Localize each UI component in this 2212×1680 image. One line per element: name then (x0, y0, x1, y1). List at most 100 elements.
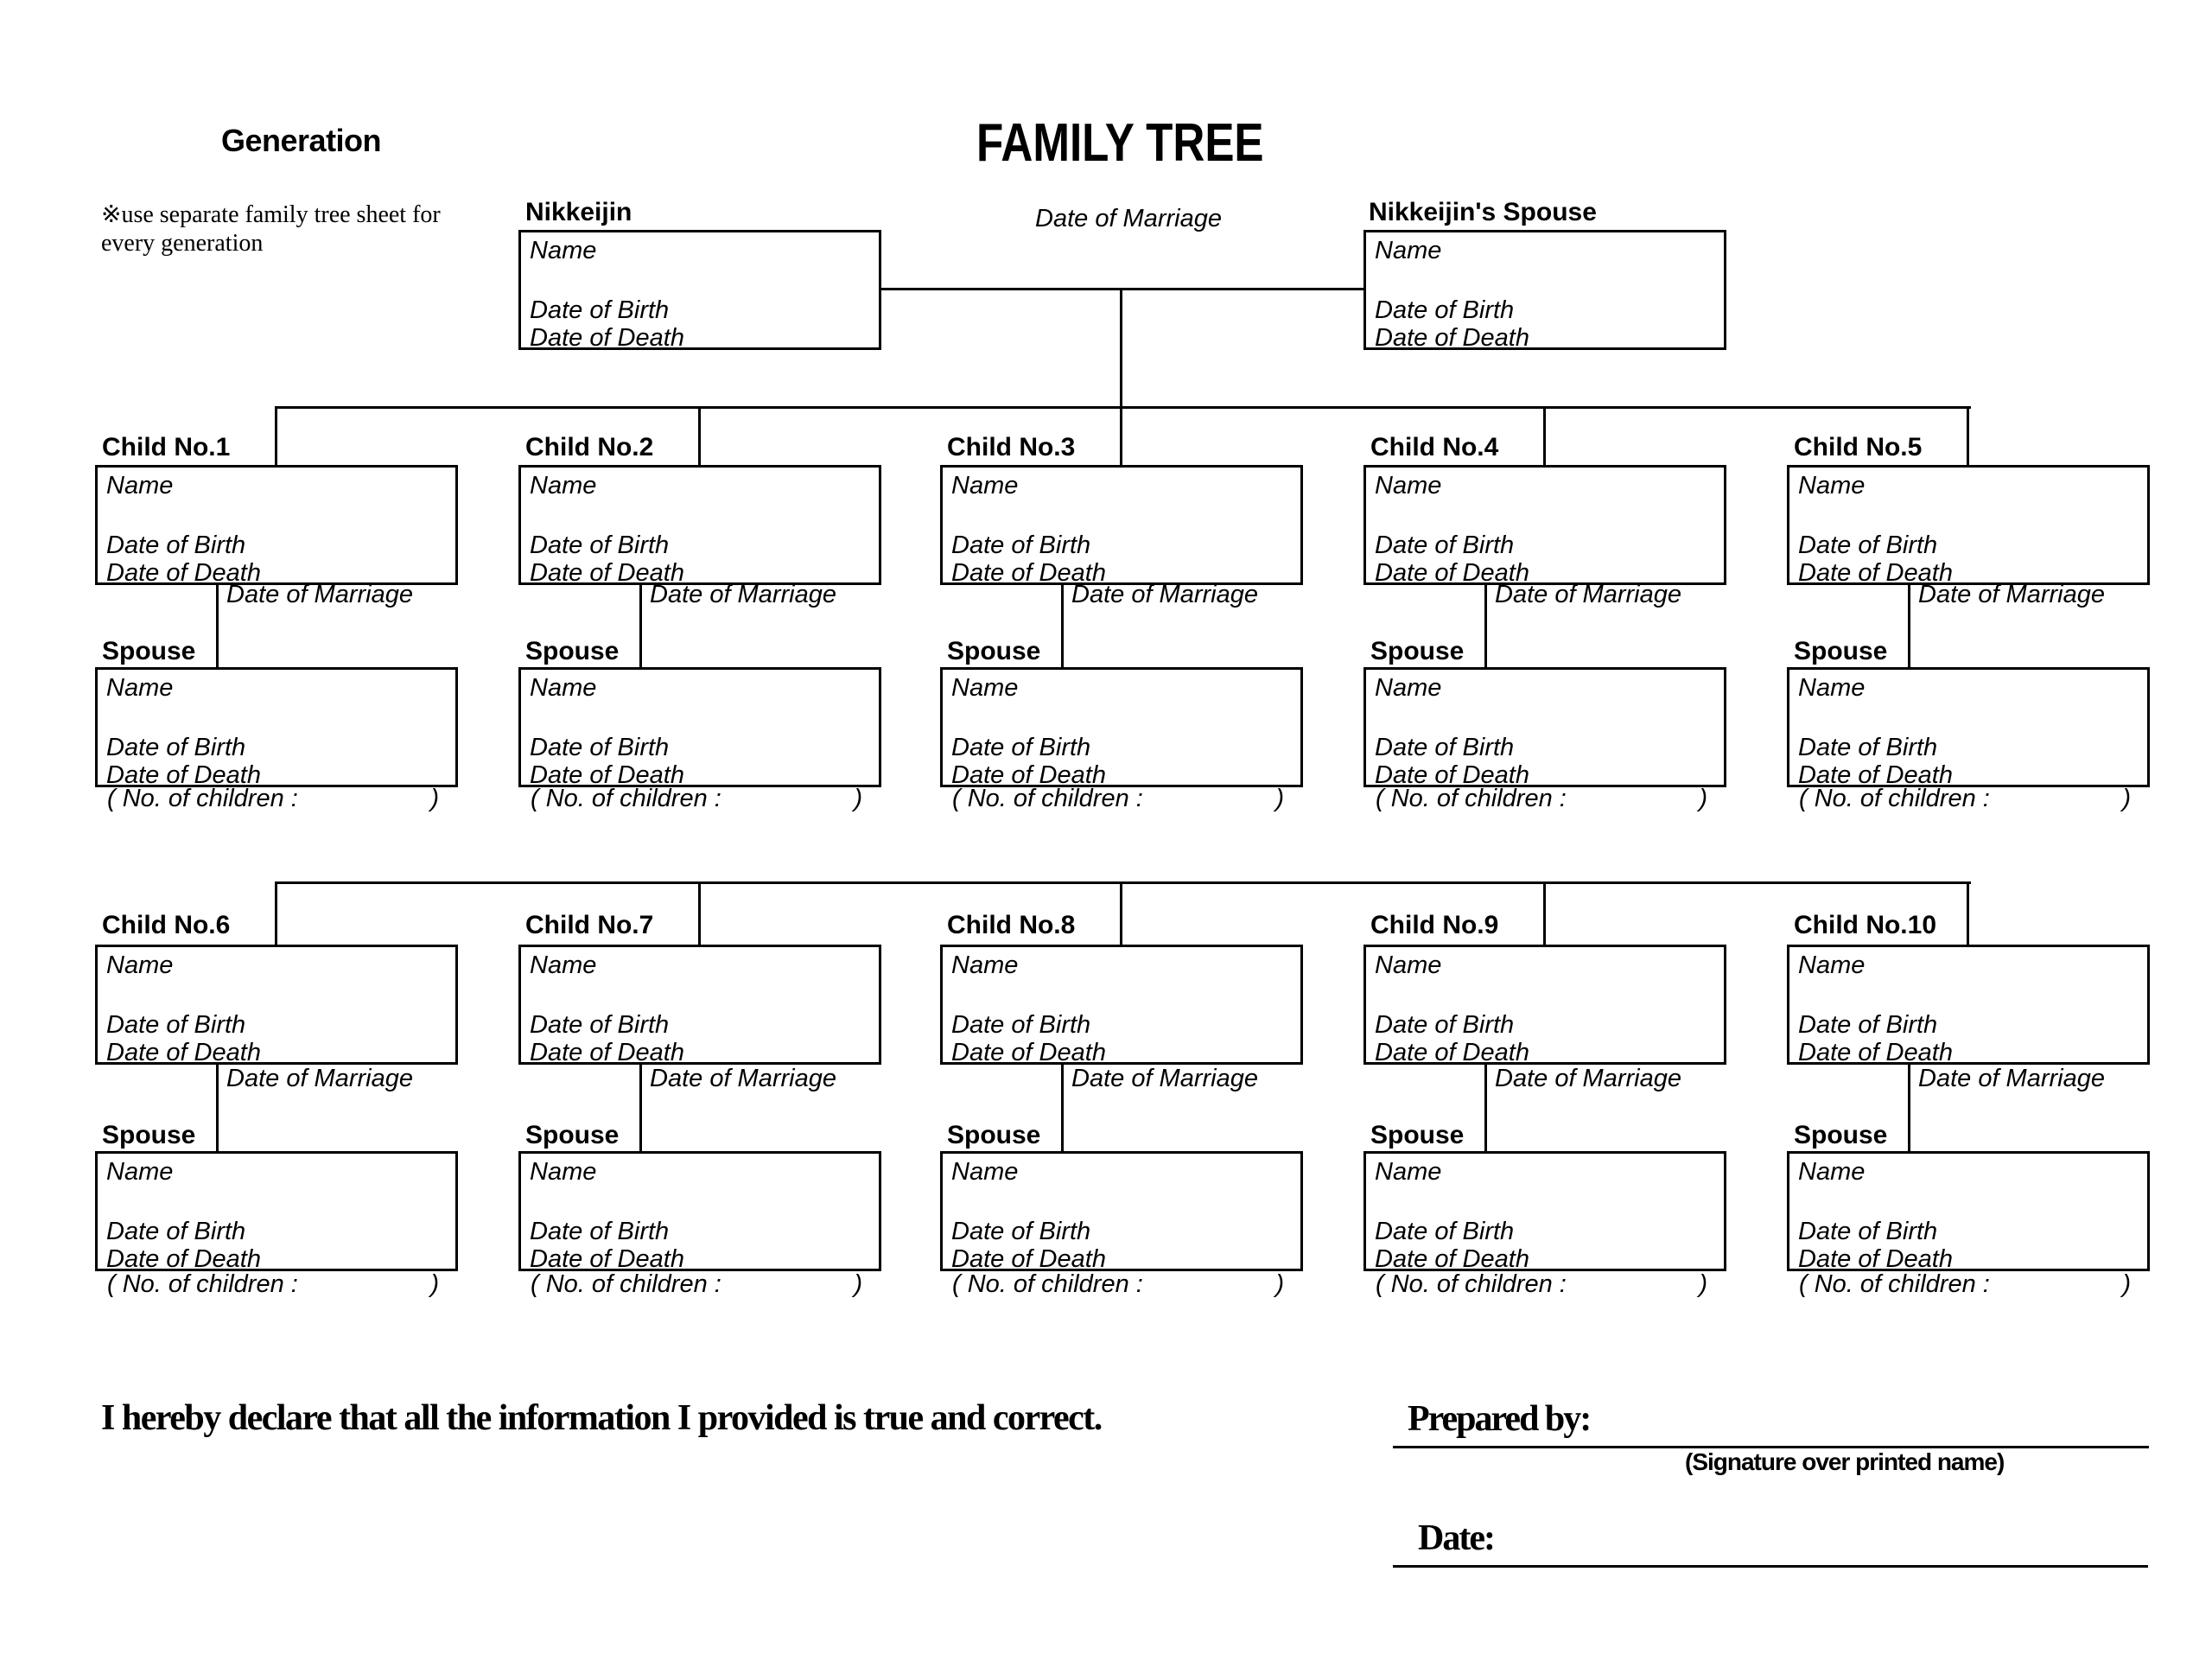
name-field-label: Name (106, 951, 174, 979)
spouse-label: Spouse (1794, 1121, 1888, 1149)
child-drop-line (1120, 406, 1122, 465)
death-field-label: Date of Death (530, 1245, 684, 1273)
marriage-date-label: Date of Marriage (1495, 581, 1681, 608)
spouse-label: Spouse (102, 1121, 196, 1149)
marriage-date-label: Date of Marriage (226, 1065, 413, 1092)
death-field-label: Date of Death (1375, 324, 1529, 352)
nikkeijin-spouse-box: Name Date of Birth Date of Death (1363, 230, 1726, 352)
children-count-row: ( No. of children :) (1376, 1270, 1707, 1299)
children-count-close: ) (1699, 785, 1707, 812)
death-field-label: Date of Death (951, 1245, 1106, 1273)
birth-field-label: Date of Birth (951, 1218, 1091, 1245)
children-count-open: ( No. of children : (952, 785, 1143, 812)
child-drop-line (698, 881, 701, 945)
marriage-date-label: Date of Marriage (1071, 1065, 1258, 1092)
child-drop-line (1120, 881, 1122, 945)
child-label: Child No.4 (1370, 433, 1499, 461)
death-field-label: Date of Death (1798, 559, 1953, 587)
child-drop-line (1967, 406, 1969, 465)
birth-field-label: Date of Birth (106, 1218, 246, 1245)
marriage-date-label: Date of Marriage (1071, 581, 1258, 608)
child-label: Child No.6 (102, 911, 231, 939)
death-field-label: Date of Death (530, 761, 684, 789)
signature-note: (Signature over printed name) (1685, 1448, 2005, 1475)
spouse-label: Spouse (1794, 637, 1888, 665)
date-label: Date: (1418, 1518, 1496, 1558)
death-field-label: Date of Death (1375, 1245, 1529, 1273)
children-count-row: ( No. of children :) (1799, 785, 2131, 813)
name-field-label: Name (1375, 951, 1442, 979)
child-drop-line (275, 406, 277, 465)
children-count-close: ) (2122, 1270, 2131, 1298)
name-field-label: Name (951, 1158, 1019, 1186)
children-count-open: ( No. of children : (1376, 785, 1567, 812)
children-count-close: ) (430, 1270, 439, 1298)
birth-field-label: Date of Birth (1798, 531, 1938, 559)
birth-field-label: Date of Birth (106, 531, 246, 559)
birth-field-label: Date of Birth (1375, 734, 1515, 761)
death-field-label: Date of Death (530, 324, 684, 352)
name-field-label: Name (106, 674, 174, 702)
birth-field-label: Date of Birth (106, 1011, 246, 1039)
children-count-open: ( No. of children : (531, 1270, 721, 1298)
children-count-open: ( No. of children : (531, 785, 721, 812)
children-count-row: ( No. of children :) (1799, 1270, 2131, 1299)
children-count-row: ( No. of children :) (1376, 785, 1707, 813)
birth-field-label: Date of Birth (530, 734, 670, 761)
birth-field-label: Date of Birth (951, 531, 1091, 559)
date-line (1393, 1565, 2148, 1568)
death-field-label: Date of Death (106, 761, 261, 789)
death-field-label: Date of Death (530, 1039, 684, 1066)
children-count-close: ) (854, 785, 862, 812)
death-field-label: Date of Death (1375, 1039, 1529, 1066)
spouse-drop-line (1061, 585, 1064, 667)
name-field-label: Name (1375, 237, 1442, 264)
birth-field-label: Date of Birth (530, 531, 670, 559)
spouse-drop-line (1484, 585, 1487, 667)
birth-field-label: Date of Birth (1375, 1011, 1515, 1039)
children-count-row: ( No. of children :) (952, 1270, 1284, 1299)
spouse-label: Spouse (947, 637, 1041, 665)
sibling-connector-line (276, 406, 1971, 409)
children-count-open: ( No. of children : (1376, 1270, 1567, 1298)
spouse-drop-line (1908, 1065, 1910, 1151)
nikkeijin-box: Name Date of Birth Date of Death (518, 230, 881, 352)
birth-field-label: Date of Birth (951, 734, 1091, 761)
death-field-label: Date of Death (106, 1245, 261, 1273)
name-field-label: Name (1375, 1158, 1442, 1186)
death-field-label: Date of Death (106, 1039, 261, 1066)
name-field-label: Name (1798, 674, 1866, 702)
children-count-row: ( No. of children :) (107, 785, 439, 813)
declaration-text: I hereby declare that all the informatio… (101, 1398, 1103, 1438)
birth-field-label: Date of Birth (951, 1011, 1091, 1039)
birth-field-label: Date of Birth (1375, 531, 1515, 559)
death-field-label: Date of Death (1798, 761, 1953, 789)
death-field-label: Date of Death (1798, 1039, 1953, 1066)
marriage-date-label: Date of Marriage (226, 581, 413, 608)
spouse-drop-line (1908, 585, 1910, 667)
death-field-label: Date of Death (1375, 559, 1529, 587)
child-label: Child No.1 (102, 433, 231, 461)
name-field-label: Name (951, 951, 1019, 979)
children-count-close: ) (1699, 1270, 1707, 1298)
death-field-label: Date of Death (530, 559, 684, 587)
name-field-label: Name (106, 472, 174, 500)
death-field-label: Date of Death (951, 559, 1106, 587)
child-drop-line (698, 406, 701, 465)
marriage-date-label: Date of Marriage (1495, 1065, 1681, 1092)
birth-field-label: Date of Birth (106, 734, 246, 761)
death-field-label: Date of Death (1798, 1245, 1953, 1273)
birth-field-label: Date of Birth (1798, 1011, 1938, 1039)
child-drop-line (1967, 881, 1969, 945)
name-field-label: Name (530, 674, 597, 702)
name-field-label: Name (530, 237, 597, 264)
